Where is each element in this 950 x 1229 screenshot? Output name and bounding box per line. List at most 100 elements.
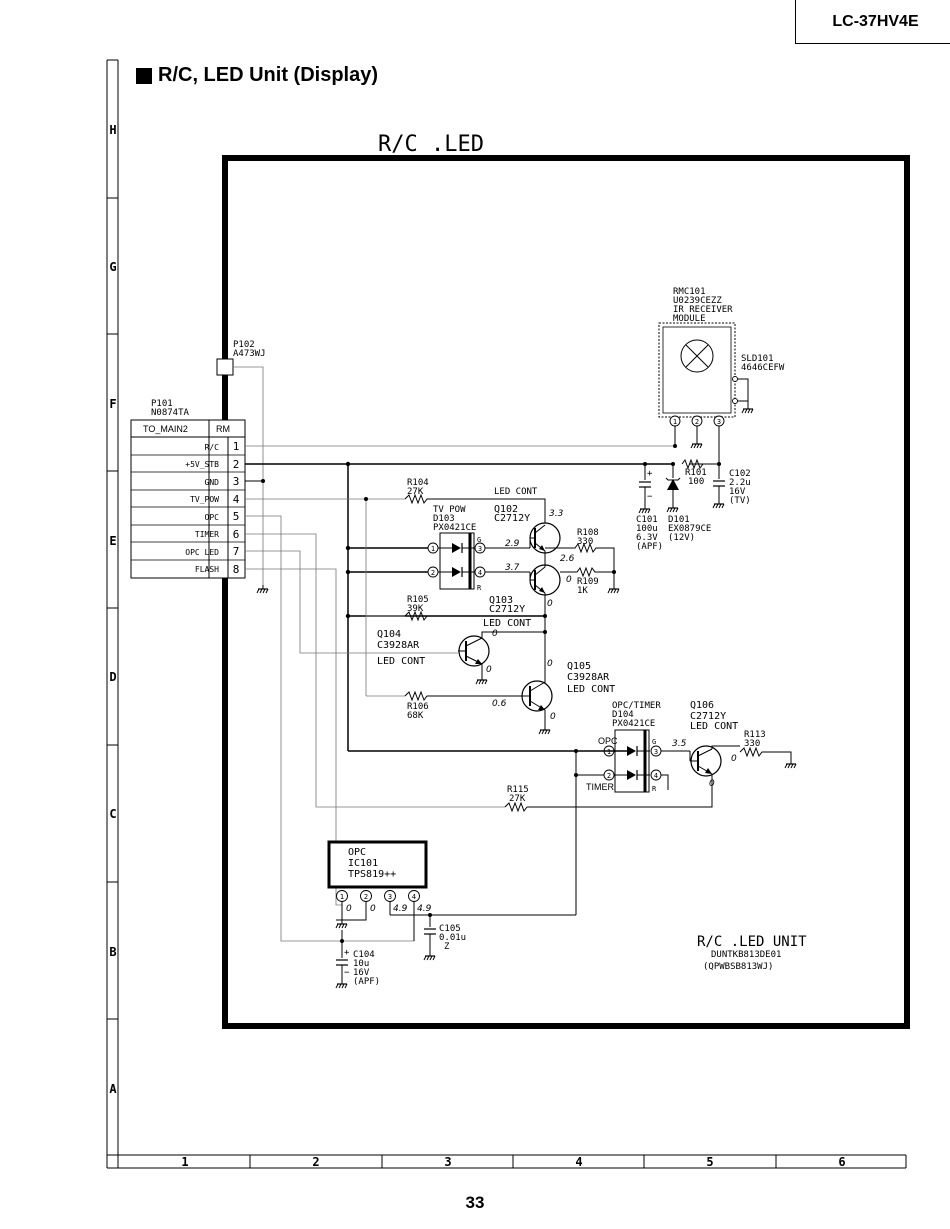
r108-value: 330 <box>577 537 593 547</box>
q105-ref: Q105 <box>567 661 591 672</box>
p101-pin-name: TIMER <box>195 530 219 539</box>
p101-pin-name: FLASH <box>195 565 219 574</box>
grid-column-label: 5 <box>706 1155 713 1169</box>
c104-value: 10u <box>353 959 369 969</box>
d104-label: OPC/TIMER <box>612 701 661 711</box>
c104-type: (APF) <box>353 977 380 987</box>
d104-ref: D104 <box>612 710 634 720</box>
grid-column-label: 3 <box>444 1155 451 1169</box>
voltage-ic-p4: 4.9 <box>417 904 432 914</box>
r101-resistor <box>681 458 712 470</box>
d103-pin: 4 <box>478 569 482 577</box>
q104-net-label: LED CONT <box>377 656 425 667</box>
q102-ref: Q102 <box>494 504 518 515</box>
title-bullet-square <box>136 67 152 84</box>
q104-section: Q104 C3928AR LED CONT 0 0 <box>377 629 547 685</box>
d104-pin1-label: OPC <box>598 736 618 746</box>
r106-ref: R106 <box>407 702 429 712</box>
d104-r-label: R <box>652 785 657 793</box>
grid-column-label: 1 <box>181 1155 188 1169</box>
voltage-ic-p2: 0 <box>370 904 376 914</box>
sld101-ref: SLD101 <box>741 354 774 364</box>
c105-ref: C105 <box>439 924 461 934</box>
c104-rating: 16V <box>353 968 370 978</box>
board-title: R/C .LED <box>378 132 484 157</box>
voltage-q102-e: 2.6 <box>560 554 575 564</box>
page-number: 33 <box>465 1193 485 1212</box>
r115-ref: R115 <box>507 785 529 795</box>
c104-capacitor: + − C104 10u 16V (APF) <box>335 930 380 989</box>
voltage-q103-b: 3.7 <box>505 563 520 573</box>
section-title: R/C, LED Unit (Display) <box>136 64 378 87</box>
d104-g-label: G <box>652 738 656 746</box>
c102-ref: C102 <box>729 469 751 479</box>
svg-text:−: − <box>647 492 653 502</box>
connector-wiring <box>245 445 673 942</box>
rmc101-desc: IR RECEIVER <box>673 305 733 315</box>
grid-row-label: E <box>109 534 116 548</box>
d104-pin2-label: TIMER <box>586 782 614 792</box>
pcb-board-outline <box>222 155 910 1029</box>
d101-rating: (12V) <box>668 533 695 543</box>
r113-value: 330 <box>744 739 760 749</box>
ic101-opc-sensor: OPC IC101 TPS819++ 1 2 3 4 0 0 4.9 4.9 <box>327 840 576 941</box>
grid-row-label: C <box>109 807 116 821</box>
rmc101-ref: RMC101 <box>673 287 706 297</box>
grid-row-label: A <box>109 1082 117 1096</box>
q105-part: C3928AR <box>567 672 610 683</box>
q106-part: C2712Y <box>690 711 726 722</box>
grid-row-label: B <box>109 945 116 959</box>
p101-pin-name: GND <box>205 478 220 487</box>
c101-type: (APF) <box>636 542 663 552</box>
voltage-q105-e: 0 <box>550 712 556 722</box>
p101-pin-name: +5V_STB <box>185 460 219 469</box>
r101-ref: R101 <box>685 468 707 478</box>
voltage-q104-b: 0 <box>492 629 498 639</box>
ic101-line1: OPC <box>348 847 366 858</box>
p101-pin-name: R/C <box>205 443 220 452</box>
power-filter-section: + − C101 100u 6.3V (APF) D101 EX0879CE (… <box>636 458 751 552</box>
p101-pin-name: OPC LED <box>185 548 219 557</box>
grid-row-label: G <box>109 260 116 274</box>
voltage-q105-b: 0.6 <box>492 699 507 709</box>
rmc101-pin: 3 <box>717 418 721 426</box>
p101-pin-name: OPC <box>205 513 220 522</box>
q102-net-label: LED CONT <box>494 487 538 497</box>
p101-pin-number: 5 <box>233 510 240 523</box>
c105-type: Z <box>444 942 450 952</box>
voltage-ic-p3: 4.9 <box>393 904 408 914</box>
r115-value: 27K <box>509 794 526 804</box>
p101-pin-number: 2 <box>233 458 240 471</box>
c102-rating: 16V <box>729 487 746 497</box>
board-unit-name: R/C .LED UNIT <box>697 934 807 950</box>
rmc101-part: U0239CEZZ <box>673 296 722 306</box>
q105-section: Q105 C3928AR LED CONT 0 R106 68K 0.6 0 <box>404 659 615 735</box>
ic101-pin: 2 <box>364 893 368 901</box>
c105-capacitor: C105 0.01u Z <box>423 915 466 961</box>
p101-pin-number: 6 <box>233 528 240 541</box>
d104-led-package <box>614 729 650 793</box>
d104-pin: 4 <box>654 772 658 780</box>
connector-p101: P101 N0874TA TO_MAIN2 RM R/C +5V_STB GND… <box>130 399 246 579</box>
voltage-ic-p1: 0 <box>346 904 352 914</box>
q106-net-label: LED CONT <box>690 721 738 732</box>
c101-rating: 6.3V <box>636 533 658 543</box>
q103-net-label: LED CONT <box>483 618 531 629</box>
c101-ref: C101 <box>636 515 658 525</box>
r115-resistor: R115 27K <box>504 785 529 813</box>
c102-value: 2.2u <box>729 478 751 488</box>
p101-header-left: TO_MAIN2 <box>143 424 188 434</box>
p101-pin-number: 1 <box>233 440 240 453</box>
q102-part: C2712Y <box>494 513 530 524</box>
board-unit-code: DUNTKB813DE01 <box>711 950 781 960</box>
grid-column-label: 4 <box>575 1155 582 1169</box>
d101-ref: D101 <box>668 515 690 525</box>
ir-receiver-rmc101: RMC101 U0239CEZZ IR RECEIVER MODULE SLD1… <box>658 287 785 465</box>
d103-g-label: G <box>477 536 481 544</box>
d103-pin: 2 <box>431 569 435 577</box>
r108-ref: R108 <box>577 528 599 538</box>
voltage-q105-c: 0 <box>547 659 553 669</box>
p101-pin-number: 7 <box>233 545 240 558</box>
rmc101-pin: 1 <box>673 418 677 426</box>
c105-value: 0.01u <box>439 933 466 943</box>
